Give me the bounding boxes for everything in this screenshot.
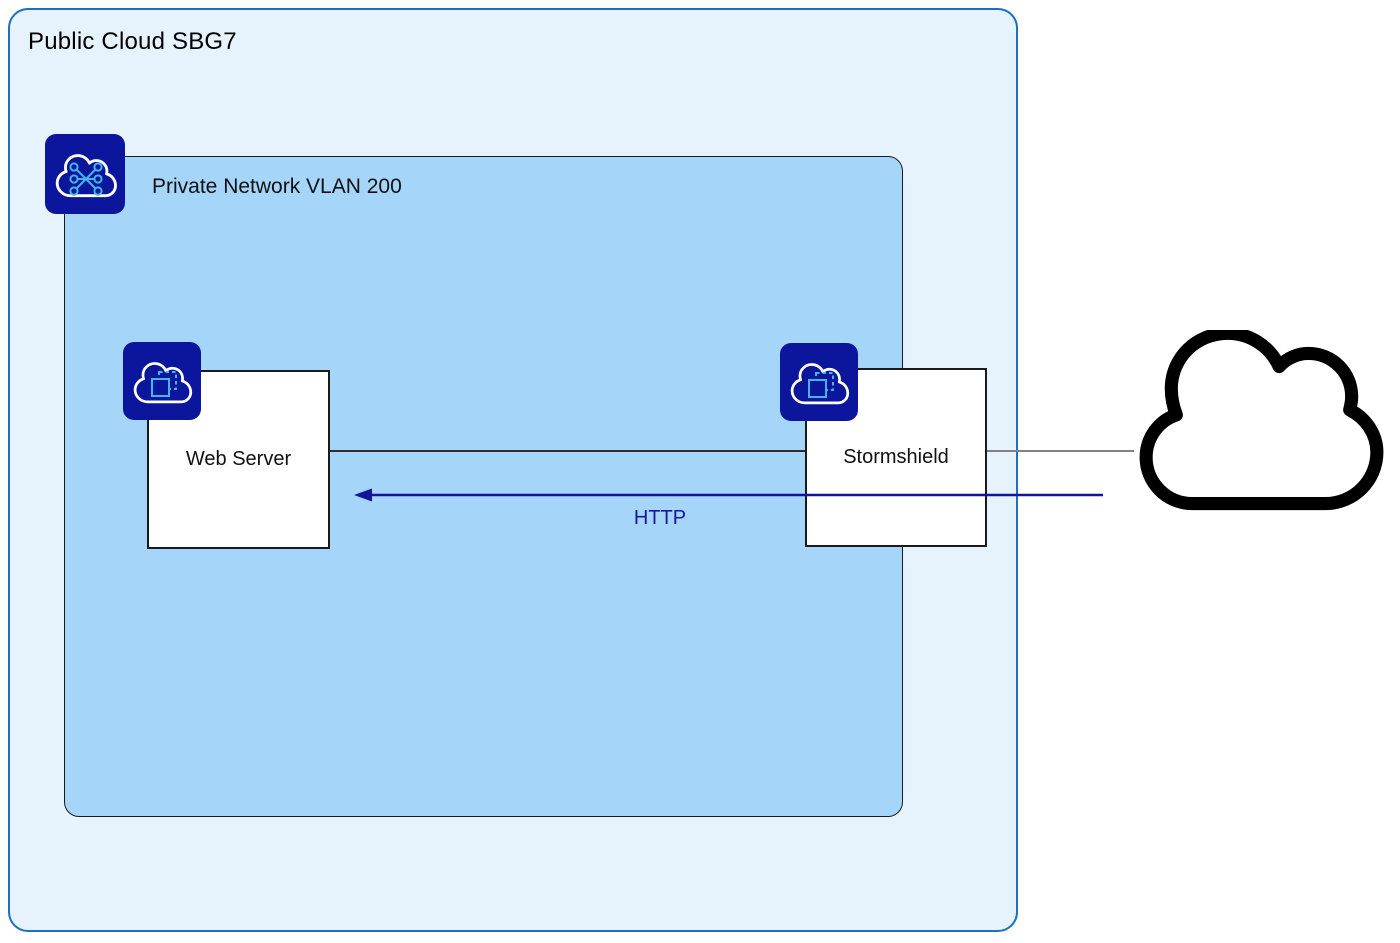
private-network-label: Private Network VLAN 200	[152, 175, 402, 198]
link-webserver-stormshield	[330, 450, 806, 452]
internet-cloud-icon	[1139, 330, 1384, 511]
stormshield-label: Stormshield	[843, 446, 949, 468]
web-server-label: Web Server	[185, 448, 292, 470]
cloud-instance-icon	[780, 343, 858, 421]
link-stormshield-internet	[986, 450, 1134, 452]
cloud-network-icon	[45, 134, 125, 214]
http-arrow	[354, 488, 1103, 502]
http-label: HTTP	[633, 507, 687, 529]
public-cloud-title: Public Cloud SBG7	[28, 28, 237, 55]
cloud-instance-icon	[123, 342, 201, 420]
